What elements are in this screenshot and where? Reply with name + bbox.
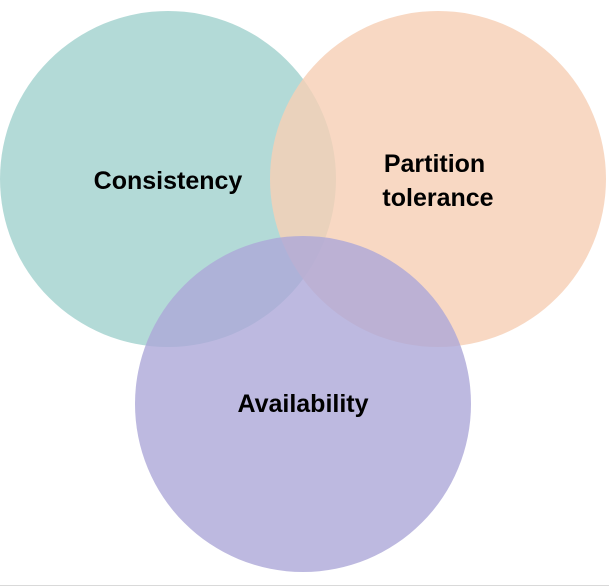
label-partition-tolerance: Partition tolerance xyxy=(382,150,493,212)
label-partition-line-2: tolerance xyxy=(382,184,493,212)
label-availability: Availability xyxy=(237,390,368,418)
label-consistency: Consistency xyxy=(94,167,243,195)
label-partition-line-1: Partition xyxy=(384,150,485,178)
circle-availability xyxy=(135,236,471,572)
